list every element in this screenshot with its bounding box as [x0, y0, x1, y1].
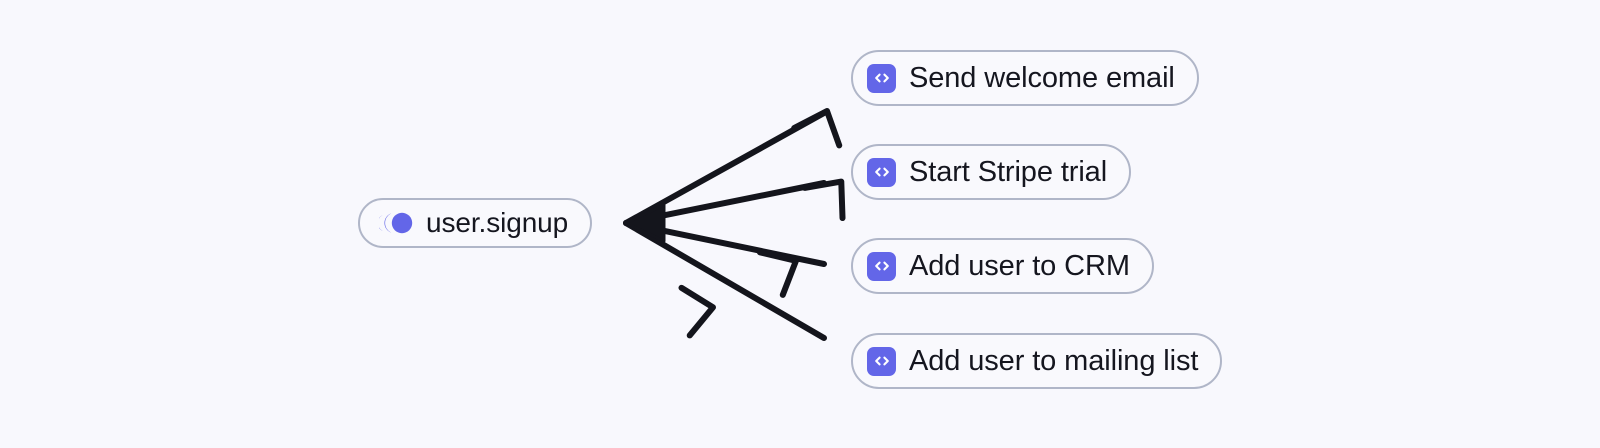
code-icon: [867, 251, 896, 281]
pulse-icon: [379, 212, 413, 234]
edge-to-start-stripe-trial: [623, 178, 846, 226]
event-node-user-signup[interactable]: user.signup: [358, 198, 593, 248]
edge-to-add-user-to-crm: [623, 220, 827, 298]
event-node-label: user.signup: [426, 207, 569, 238]
function-node-label: Start Stripe trial: [909, 155, 1108, 188]
function-node-label: Add user to mailing list: [909, 344, 1199, 377]
code-icon: [867, 63, 896, 93]
code-icon: [867, 157, 896, 187]
edge-to-send-welcome-email: [623, 108, 843, 226]
code-icon: [867, 346, 896, 376]
function-node-label: Send welcome email: [909, 61, 1175, 94]
function-node-add-user-to-crm[interactable]: Add user to CRM: [851, 238, 1154, 294]
function-node-label: Add user to CRM: [909, 249, 1130, 282]
function-node-send-welcome-email[interactable]: Send welcome email: [851, 50, 1199, 106]
edge-to-add-user-to-mailing-list: [623, 220, 827, 341]
fan-origin-marker: [624, 203, 666, 243]
function-node-add-user-to-mailing-list[interactable]: Add user to mailing list: [851, 333, 1223, 389]
function-node-start-stripe-trial[interactable]: Start Stripe trial: [851, 144, 1132, 200]
